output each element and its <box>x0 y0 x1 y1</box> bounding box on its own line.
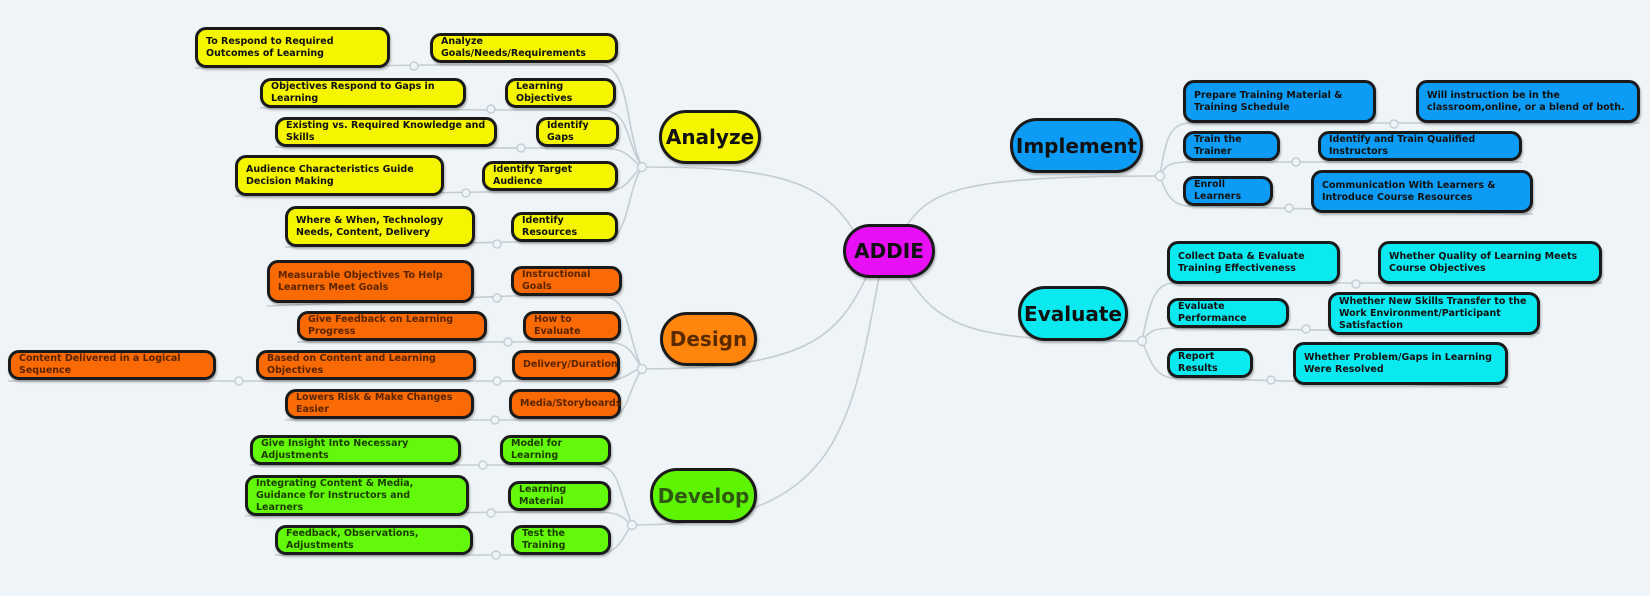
design-sub-sequence[interactable]: Content Delivered in a Logical Sequence <box>8 350 216 380</box>
root-node[interactable]: ADDIE <box>843 224 935 278</box>
analyze-detail-audience[interactable]: Audience Characteristics Guide Decision … <box>235 155 444 196</box>
analyze-child-audience[interactable]: Identify Target Audience <box>482 161 618 191</box>
implement-child-prepare[interactable]: Prepare Training Material & Training Sch… <box>1183 80 1376 123</box>
design-child-delivery[interactable]: Delivery/Duration <box>512 350 620 380</box>
evaluate-branch[interactable]: Evaluate <box>1018 286 1128 341</box>
design-child-goals[interactable]: Instructional Goals <box>511 266 622 296</box>
design-detail-delivery[interactable]: Based on Content and Learning Objectives <box>256 350 476 380</box>
design-detail-goals[interactable]: Measurable Objectives To Help Learners M… <box>267 260 474 303</box>
analyze-child-objectives[interactable]: Learning Objectives <box>505 78 616 108</box>
analyze-child-goals[interactable]: Analyze Goals/Needs/Requirements <box>430 33 618 63</box>
implement-detail-communication[interactable]: Communication With Learners & Introduce … <box>1311 170 1533 213</box>
evaluate-child-report[interactable]: Report Results <box>1167 348 1253 378</box>
evaluate-detail-resolved[interactable]: Whether Problem/Gaps in Learning Were Re… <box>1293 342 1508 385</box>
analyze-branch[interactable]: Analyze <box>659 110 761 164</box>
evaluate-detail-transfer[interactable]: Whether New Skills Transfer to the Work … <box>1328 292 1540 335</box>
implement-detail-instructors[interactable]: Identify and Train Qualified Instructors <box>1318 131 1522 161</box>
develop-child-model[interactable]: Model for Learning <box>500 435 611 465</box>
implement-child-enroll[interactable]: Enroll Learners <box>1183 176 1273 206</box>
develop-detail-feedback[interactable]: Feedback, Observations, Adjustments <box>275 525 473 555</box>
analyze-child-resources[interactable]: Identify Resources <box>511 212 618 242</box>
analyze-child-gaps[interactable]: Identify Gaps <box>536 117 619 147</box>
develop-child-material[interactable]: Learning Material <box>508 481 611 511</box>
evaluate-child-performance[interactable]: Evaluate Performance <box>1167 298 1289 328</box>
analyze-detail-objectives[interactable]: Objectives Respond to Gaps in Learning <box>260 78 466 108</box>
design-child-evaluate[interactable]: How to Evaluate <box>523 311 621 341</box>
design-branch[interactable]: Design <box>660 312 757 366</box>
develop-child-test[interactable]: Test the Training <box>511 525 611 555</box>
design-child-media[interactable]: Media/Storyboards <box>509 389 622 419</box>
evaluate-child-collect[interactable]: Collect Data & Evaluate Training Effecti… <box>1167 241 1340 284</box>
develop-branch[interactable]: Develop <box>650 468 757 523</box>
analyze-detail-outcomes[interactable]: To Respond to Required Outcomes of Learn… <box>195 27 390 68</box>
implement-detail-instruction[interactable]: Will instruction be in the classroom,onl… <box>1416 80 1640 123</box>
develop-detail-integrating[interactable]: Integrating Content & Media, Guidance fo… <box>245 475 469 516</box>
develop-detail-insight[interactable]: Give Insight Into Necessary Adjustments <box>250 435 461 465</box>
analyze-detail-gaps[interactable]: Existing vs. Required Knowledge and Skil… <box>275 117 497 147</box>
implement-branch[interactable]: Implement <box>1010 118 1143 173</box>
evaluate-detail-quality[interactable]: Whether Quality of Learning Meets Course… <box>1378 241 1602 284</box>
design-detail-risk[interactable]: Lowers Risk & Make Changes Easier <box>285 389 474 419</box>
design-detail-feedback[interactable]: Give Feedback on Learning Progress <box>297 311 487 341</box>
implement-child-trainer[interactable]: Train the Trainer <box>1183 131 1280 161</box>
analyze-detail-resources[interactable]: Where & When, Technology Needs, Content,… <box>285 206 475 247</box>
